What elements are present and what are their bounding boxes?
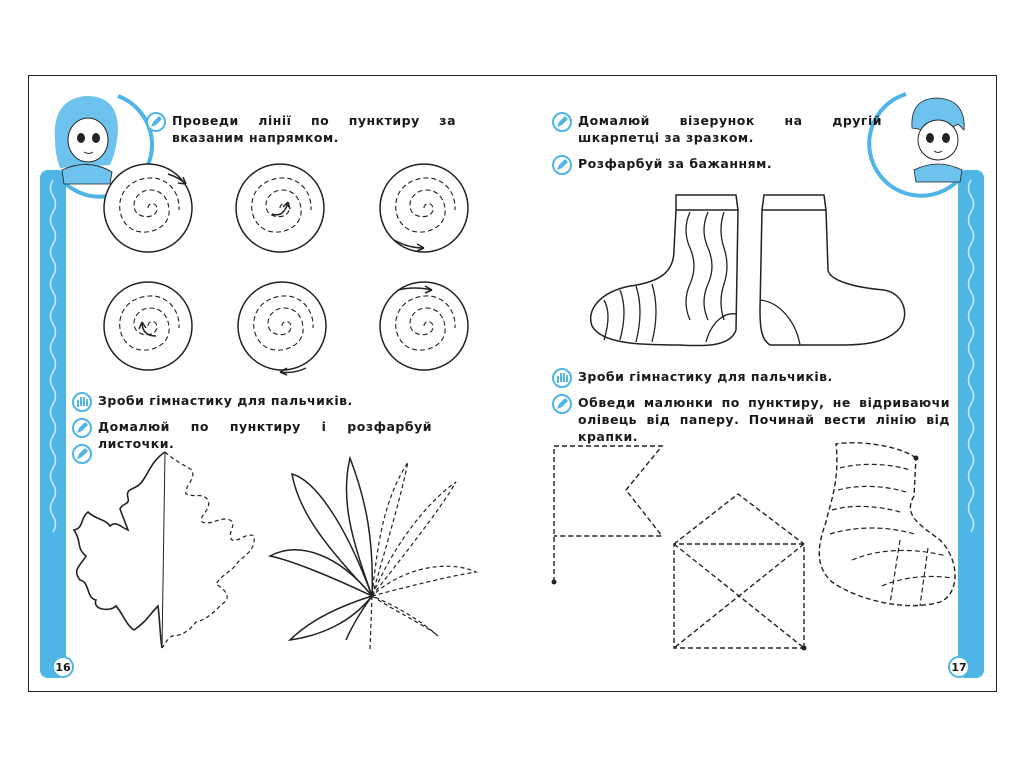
pencil-icon xyxy=(552,155,572,175)
dashed-envelope-drawing xyxy=(673,493,807,651)
task-text: Розфарбуй за бажанням. xyxy=(578,156,773,171)
task-finger-gymnastics-right: Зроби гімнастику для пальчиків. xyxy=(552,368,852,388)
dashed-sock-drawing xyxy=(818,442,956,607)
boy-character-illustration xyxy=(867,92,965,198)
hand-icon xyxy=(552,368,572,388)
task-draw-leaves: Домалюй по пунктиру і розфарбуй листочки… xyxy=(72,418,432,452)
spiral-circle-1 xyxy=(103,163,193,253)
hand-icon xyxy=(72,392,92,412)
task-trace-pictures: Обведи малюнки по пунктиру, не відриваюч… xyxy=(552,394,950,445)
sock-sample-drawing xyxy=(589,194,739,347)
task-trace-spirals: Проведи лінії по пунктиру за вказаним на… xyxy=(146,112,456,146)
spiral-circle-6 xyxy=(379,281,469,371)
left-ribbon xyxy=(40,170,66,678)
page-number-left: 16 xyxy=(52,656,74,678)
task-text: Зроби гімнастику для пальчиків. xyxy=(578,369,833,384)
task-color-socks: Розфарбуй за бажанням. xyxy=(552,155,852,175)
pencil-icon xyxy=(552,112,572,132)
dashed-flag-drawing xyxy=(551,445,664,585)
chestnut-leaf-drawing xyxy=(267,455,479,651)
pencil-icon xyxy=(72,418,92,438)
task-color-leaves xyxy=(72,444,112,464)
page-number-right: 17 xyxy=(948,656,970,678)
right-ribbon xyxy=(958,170,984,678)
task-finger-gymnastics-left: Зроби гімнастику для пальчиків. xyxy=(72,392,372,412)
spiral-circle-5 xyxy=(237,281,327,376)
task-text: Домалюй візерунок на другій шкарпетці за… xyxy=(578,113,882,145)
task-text: Зроби гімнастику для пальчиків. xyxy=(98,393,353,408)
spiral-circle-2 xyxy=(235,163,325,253)
pencil-icon xyxy=(72,444,92,464)
pencil-icon xyxy=(552,394,572,414)
task-draw-sock-pattern: Домалюй візерунок на другій шкарпетці за… xyxy=(552,112,882,146)
spiral-circle-4 xyxy=(103,281,193,371)
maple-leaf-drawing xyxy=(72,451,255,649)
task-text: Проведи лінії по пунктиру за вказаним на… xyxy=(172,113,456,145)
task-text: Обведи малюнки по пунктиру, не відриваюч… xyxy=(578,395,950,444)
pencil-icon xyxy=(146,112,166,132)
task-text: Домалюй по пунктиру і розфарбуй листочки… xyxy=(98,419,432,451)
book-spread-frame xyxy=(28,75,997,692)
spiral-circle-3 xyxy=(379,163,469,253)
sock-blank-drawing xyxy=(759,194,906,346)
